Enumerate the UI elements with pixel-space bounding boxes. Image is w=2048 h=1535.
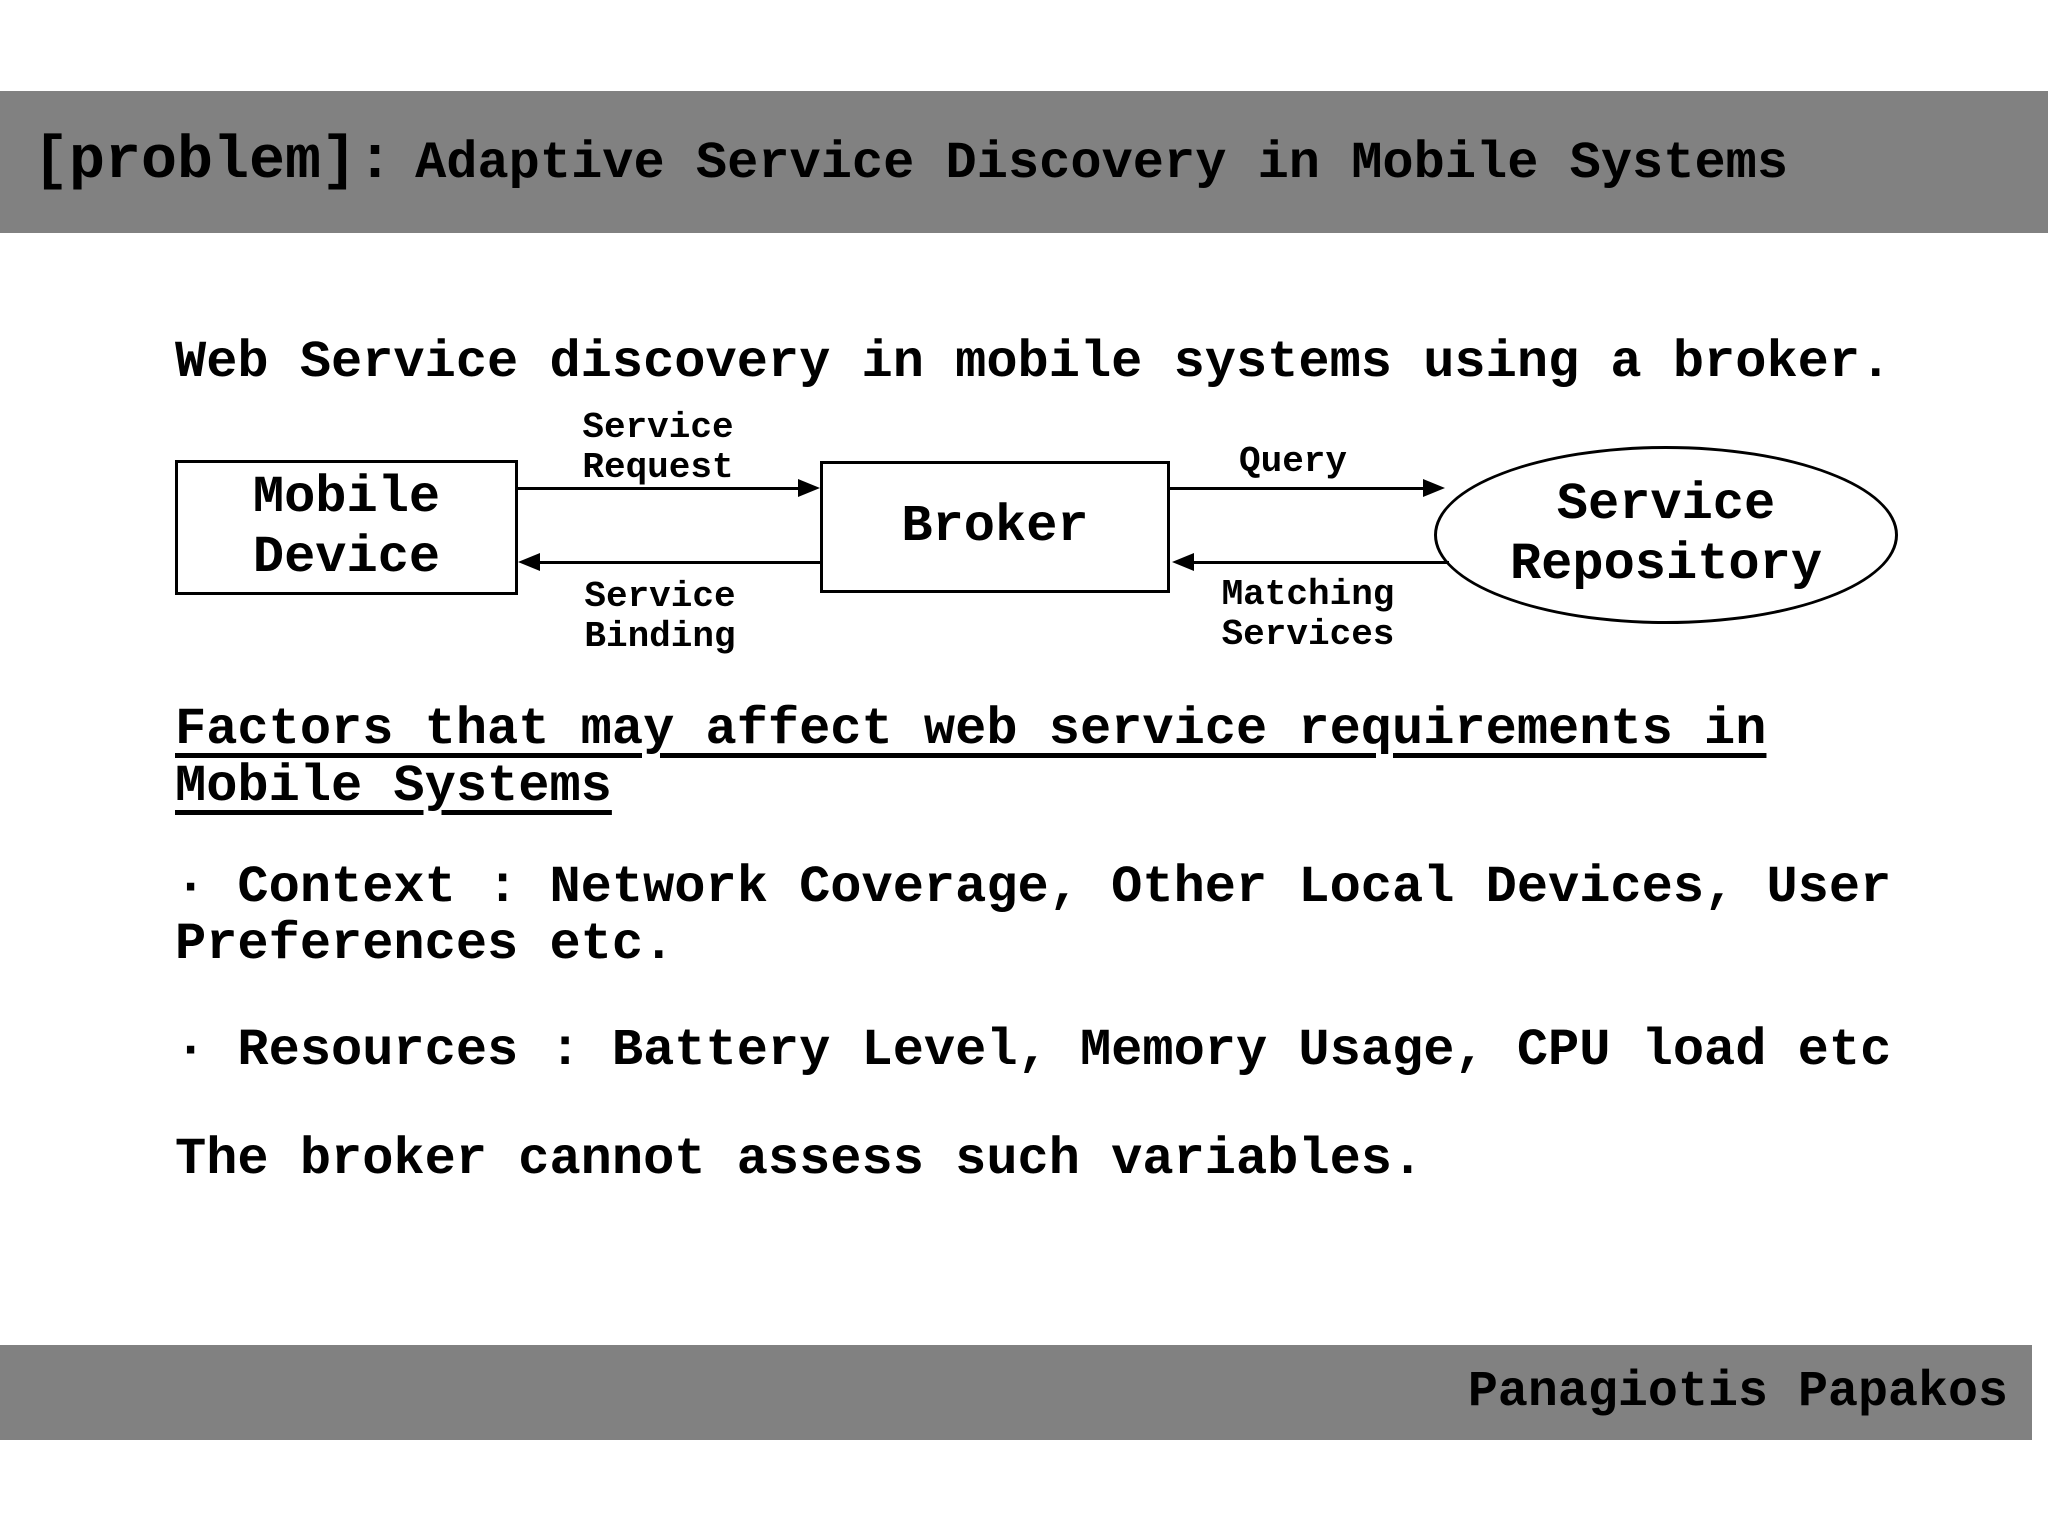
label-service-request: Service Request [582, 407, 734, 488]
factors-heading: Factors that may affect web service requ… [175, 700, 1767, 816]
intro-text: Web Service discovery in mobile systems … [175, 333, 1892, 392]
slide-title-group: [problem]: Adaptive Service Discovery in… [0, 128, 1788, 196]
arrow-matching-services-line [1194, 561, 1449, 564]
footer-bar: Panagiotis Papakos [0, 1345, 2032, 1440]
label-matching-services: Matching Services [1221, 574, 1395, 655]
node-service-repository: Service Repository [1434, 446, 1898, 624]
label-service-binding: Service Binding [584, 576, 736, 657]
arrow-query-head-icon [1423, 479, 1445, 497]
header-bar: [problem]: Adaptive Service Discovery in… [0, 91, 2048, 233]
arrow-query-line [1170, 487, 1425, 490]
arrow-matching-services-head-icon [1172, 553, 1194, 571]
node-mobile-device: Mobile Device [175, 460, 518, 595]
arrow-service-request-line [518, 487, 800, 490]
node-broker: Broker [820, 461, 1170, 593]
arrow-service-request-head-icon [798, 479, 820, 497]
label-query: Query [1238, 441, 1348, 482]
slide-title: Adaptive Service Discovery in Mobile Sys… [415, 134, 1789, 193]
footer-author: Panagiotis Papakos [1467, 1364, 2008, 1421]
slide-title-prefix: [problem]: [33, 128, 394, 196]
arrow-service-binding-line [540, 561, 820, 564]
closing-text: The broker cannot assess such variables. [175, 1130, 1424, 1189]
bullet-resources: · Resources : Battery Level, Memory Usag… [175, 1021, 1892, 1080]
bullet-context: · Context : Network Coverage, Other Loca… [175, 858, 1892, 974]
arrow-service-binding-head-icon [518, 553, 540, 571]
